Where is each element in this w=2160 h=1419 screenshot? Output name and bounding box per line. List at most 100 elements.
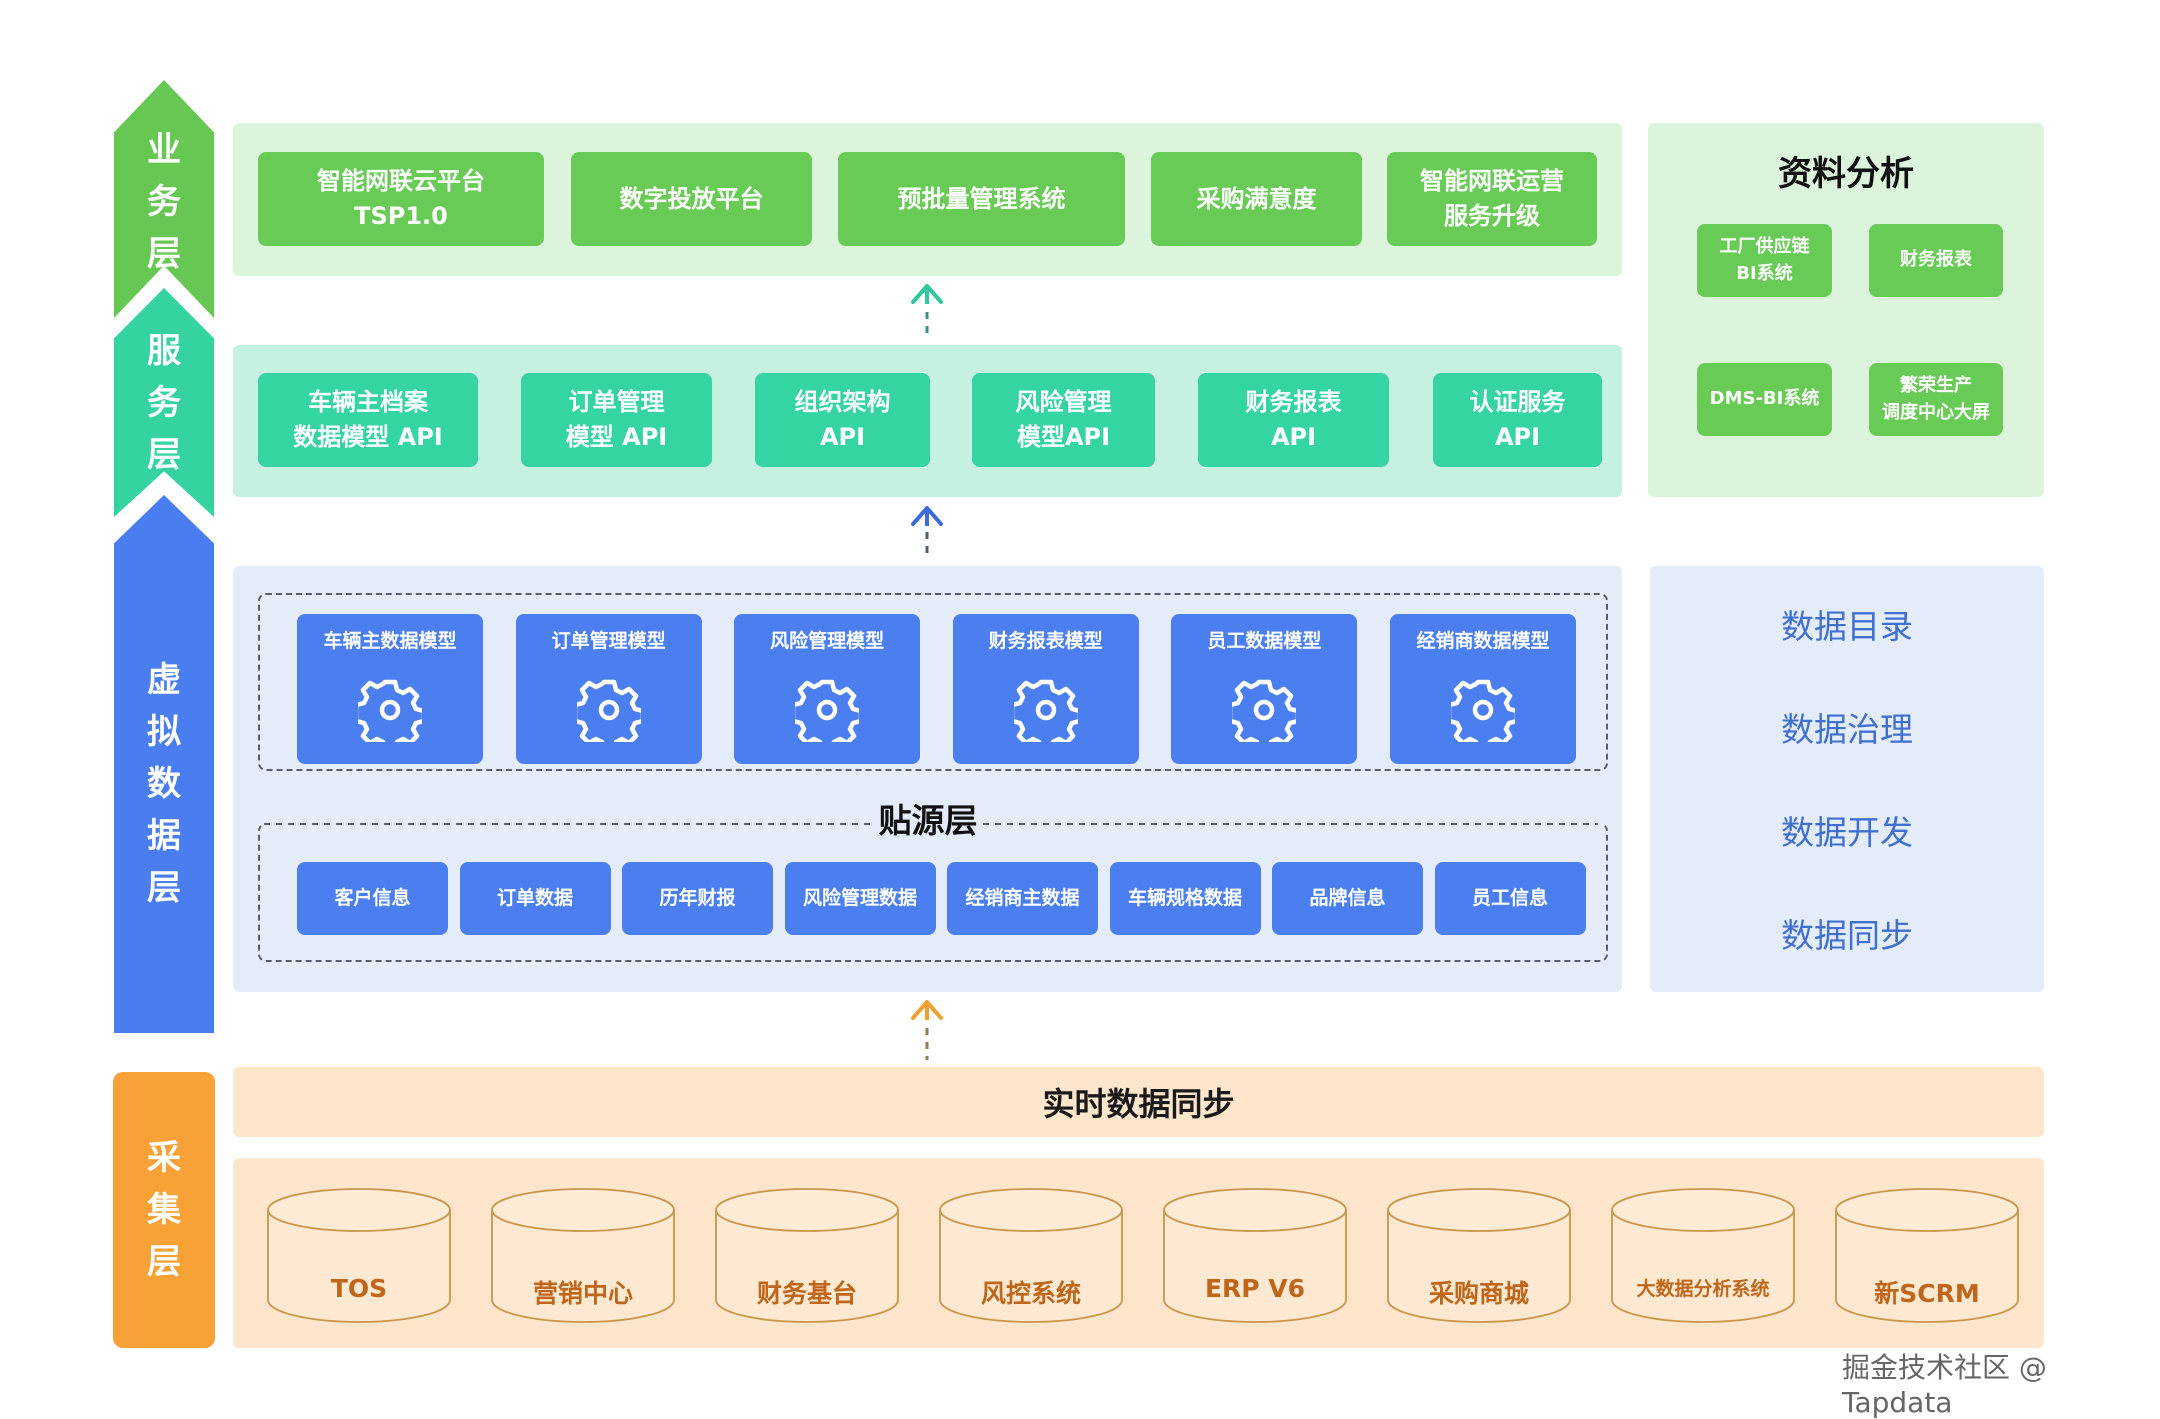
database-cylinder[interactable]: 大数据分析系统 bbox=[1610, 1188, 1796, 1324]
analytics-card-dms-bi[interactable]: DMS-BI系统 bbox=[1697, 363, 1832, 436]
business-card-tsp[interactable]: 智能网联云平台 TSP1.0 bbox=[258, 152, 544, 246]
service-card-org-api[interactable]: 组织架构 API bbox=[755, 373, 930, 467]
analytics-card-supply-chain[interactable]: 工厂供应链 BI系统 bbox=[1697, 224, 1832, 297]
layer-char: 拟 bbox=[147, 712, 181, 752]
gear-icon bbox=[358, 679, 422, 742]
business-card-procurement[interactable]: 采购满意度 bbox=[1151, 152, 1362, 246]
model-card-label: 风险管理模型 bbox=[770, 630, 885, 652]
database-label: 采购商城 bbox=[1428, 1279, 1529, 1308]
source-card[interactable]: 车辆规格数据 bbox=[1109, 862, 1261, 935]
card-line: API bbox=[819, 423, 866, 451]
data-development[interactable]: 数据开发 bbox=[1781, 813, 1913, 852]
source-card[interactable]: 历年财报 bbox=[622, 862, 773, 935]
layer-char: 务 bbox=[147, 182, 181, 222]
database-label: TOS bbox=[330, 1274, 388, 1303]
model-card[interactable]: 风险管理模型 bbox=[734, 614, 921, 764]
database-cylinder[interactable]: 营销中心 bbox=[490, 1188, 676, 1324]
model-card-label: 经销商数据模型 bbox=[1416, 630, 1550, 652]
layer-char: 层 bbox=[147, 434, 181, 475]
card-line: 智能网联运营 bbox=[1420, 167, 1564, 196]
database-icon bbox=[1611, 1188, 1795, 1323]
database-label: 财务基台 bbox=[756, 1279, 857, 1308]
service-card-vehicle-api[interactable]: 车辆主档案 数据模型 API bbox=[258, 373, 478, 467]
source-card[interactable]: 风险管理数据 bbox=[784, 862, 936, 935]
business-card-pre-batch[interactable]: 预批量管理系统 bbox=[838, 152, 1125, 246]
database-icon bbox=[1387, 1188, 1571, 1323]
business-card-ops-upgrade[interactable]: 智能网联运营 服务升级 bbox=[1387, 152, 1597, 246]
service-card-finance-api[interactable]: 财务报表 API bbox=[1198, 373, 1389, 467]
model-card[interactable]: 员工数据模型 bbox=[1171, 614, 1358, 764]
collection-layer-label: 采 集 层 bbox=[113, 1072, 215, 1348]
database-cylinder[interactable]: 财务基台 bbox=[714, 1188, 900, 1324]
gear-icon bbox=[795, 679, 860, 742]
model-card[interactable]: 订单管理模型 bbox=[515, 614, 702, 764]
card-line: 认证服务 bbox=[1469, 388, 1566, 417]
model-card-label: 财务报表模型 bbox=[988, 630, 1103, 652]
card-line: 模型 API bbox=[565, 423, 668, 451]
card-line: API bbox=[1270, 423, 1317, 451]
arrow-up-icon bbox=[911, 506, 943, 558]
source-layer-title: 贴源层 bbox=[878, 794, 978, 842]
card-line: TSP1.0 bbox=[354, 202, 448, 230]
source-group-box bbox=[258, 823, 1608, 962]
database-label: ERP V6 bbox=[1204, 1274, 1306, 1303]
card-line: 数字投放平台 bbox=[619, 184, 764, 213]
source-card-label: 客户信息 bbox=[334, 886, 411, 909]
model-card[interactable]: 财务报表模型 bbox=[952, 614, 1139, 764]
source-card-label: 员工信息 bbox=[1471, 886, 1548, 909]
data-governance[interactable]: 数据治理 bbox=[1781, 710, 1913, 749]
card-line: BI系统 bbox=[1736, 262, 1793, 284]
business-layer-label: 业 务 层 bbox=[114, 80, 214, 318]
layer-char: 采 bbox=[147, 1138, 181, 1178]
source-card-label: 品牌信息 bbox=[1309, 886, 1386, 909]
layer-char: 服 bbox=[147, 330, 181, 371]
analytics-card-dispatch-screen[interactable]: 繁荣生产 调度中心大屏 bbox=[1869, 363, 2003, 436]
data-functions-panel bbox=[1650, 566, 2044, 992]
layer-char: 层 bbox=[147, 868, 181, 908]
source-card-label: 订单数据 bbox=[496, 886, 573, 909]
gear-icon bbox=[576, 679, 641, 742]
card-line: 繁荣生产 bbox=[1900, 375, 1972, 397]
card-line: 财务报表 bbox=[1245, 388, 1342, 417]
analytics-card-finance[interactable]: 财务报表 bbox=[1869, 224, 2003, 297]
layer-char: 务 bbox=[147, 382, 181, 423]
source-card[interactable]: 品牌信息 bbox=[1272, 862, 1423, 935]
model-group-box bbox=[258, 593, 1608, 771]
card-line: 服务升级 bbox=[1444, 202, 1540, 230]
card-line: 调度中心大屏 bbox=[1882, 401, 1990, 423]
card-line: 风险管理 bbox=[1015, 388, 1112, 417]
database-cylinder[interactable]: ERP V6 bbox=[1162, 1188, 1348, 1324]
arrow-up-icon bbox=[911, 1000, 943, 1060]
source-card-label: 风险管理数据 bbox=[802, 886, 917, 909]
source-card[interactable]: 经销商主数据 bbox=[947, 862, 1098, 935]
service-card-auth-api[interactable]: 认证服务 API bbox=[1433, 373, 1602, 467]
layer-char: 数 bbox=[147, 764, 181, 804]
layer-char: 层 bbox=[147, 234, 181, 274]
card-line: 预批量管理系统 bbox=[897, 184, 1066, 213]
source-card-label: 历年财报 bbox=[659, 886, 736, 909]
business-card-digital-ads[interactable]: 数字投放平台 bbox=[571, 152, 812, 246]
model-card-label: 车辆主数据模型 bbox=[323, 630, 457, 652]
layer-char: 业 bbox=[147, 130, 181, 170]
layer-char: 虚 bbox=[147, 660, 181, 700]
source-card[interactable]: 员工信息 bbox=[1434, 862, 1586, 935]
model-card[interactable]: 经销商数据模型 bbox=[1390, 614, 1576, 764]
card-line: DMS-BI系统 bbox=[1709, 388, 1820, 410]
source-card[interactable]: 客户信息 bbox=[297, 862, 448, 935]
card-line: 智能网联云平台 bbox=[317, 167, 485, 196]
service-card-risk-api[interactable]: 风险管理 模型API bbox=[972, 373, 1155, 467]
database-cylinder[interactable]: TOS bbox=[266, 1188, 452, 1324]
model-card[interactable]: 车辆主数据模型 bbox=[297, 614, 483, 764]
card-line: 工厂供应链 bbox=[1719, 236, 1810, 258]
database-icon bbox=[491, 1188, 675, 1323]
source-card[interactable]: 订单数据 bbox=[459, 862, 611, 935]
database-cylinder[interactable]: 新SCRM bbox=[1834, 1188, 2020, 1324]
layer-char: 集 bbox=[147, 1190, 181, 1230]
service-card-order-api[interactable]: 订单管理 模型 API bbox=[521, 373, 712, 467]
database-label: 营销中心 bbox=[532, 1279, 633, 1308]
database-cylinder[interactable]: 风控系统 bbox=[938, 1188, 1124, 1324]
database-cylinder[interactable]: 采购商城 bbox=[1386, 1188, 1572, 1324]
realtime-sync-bar: 实时数据同步 bbox=[233, 1067, 2044, 1137]
data-catalog[interactable]: 数据目录 bbox=[1781, 607, 1913, 646]
data-sync[interactable]: 数据同步 bbox=[1781, 916, 1913, 955]
